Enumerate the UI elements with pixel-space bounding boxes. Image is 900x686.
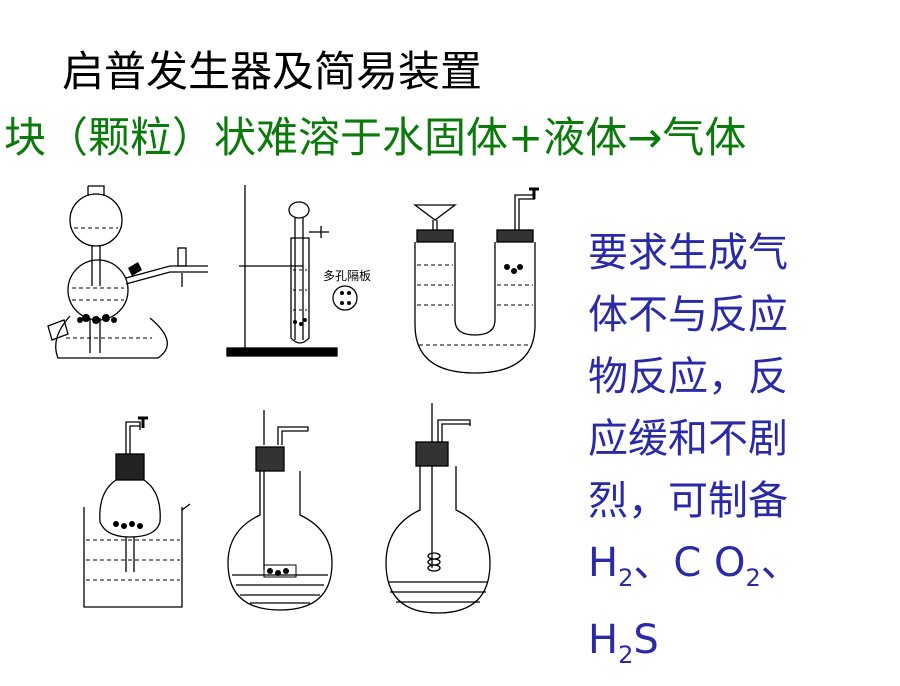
porous-plate-tube-figure: 多孔隔板 [226, 185, 371, 357]
formula-part: S [633, 617, 659, 663]
formula-subscript: 2 [618, 641, 634, 669]
formula-part: H [588, 540, 619, 586]
flask-apparatus-figure [227, 410, 333, 611]
formula-subscript: 2 [745, 564, 761, 592]
formula-line: H2、C O2、 [588, 532, 848, 609]
formula-line: H2S [588, 609, 848, 686]
beaker-apparatus-figure [83, 416, 191, 608]
u-tube-figure [413, 187, 539, 374]
requirements-note: 要求生成气 体不与反应 物反应，反 应缓和不剧 烈，可制备 H2、C O2、 H… [588, 222, 848, 686]
kipp-generator-figure [47, 185, 208, 359]
note-line: 物反应，反 [588, 354, 788, 400]
porous-plate-label: 多孔隔板 [323, 269, 371, 283]
slide-subtitle: 块（颗粒）状难溶于水固体+液体→气体 [4, 113, 747, 162]
flask-coil-figure [385, 403, 491, 614]
note-line: 要求生成气 [588, 230, 788, 276]
slide-title: 启普发生器及简易装置 [62, 47, 483, 96]
note-line: 体不与反应 [588, 292, 788, 338]
formula-part: 、 [760, 540, 801, 586]
formula-part: 、C O [633, 540, 746, 586]
formula-subscript: 2 [618, 564, 634, 592]
note-line: 应缓和不剧 [588, 416, 788, 462]
formula-part: H [588, 617, 619, 663]
note-line: 烈，可制备 [588, 478, 788, 524]
